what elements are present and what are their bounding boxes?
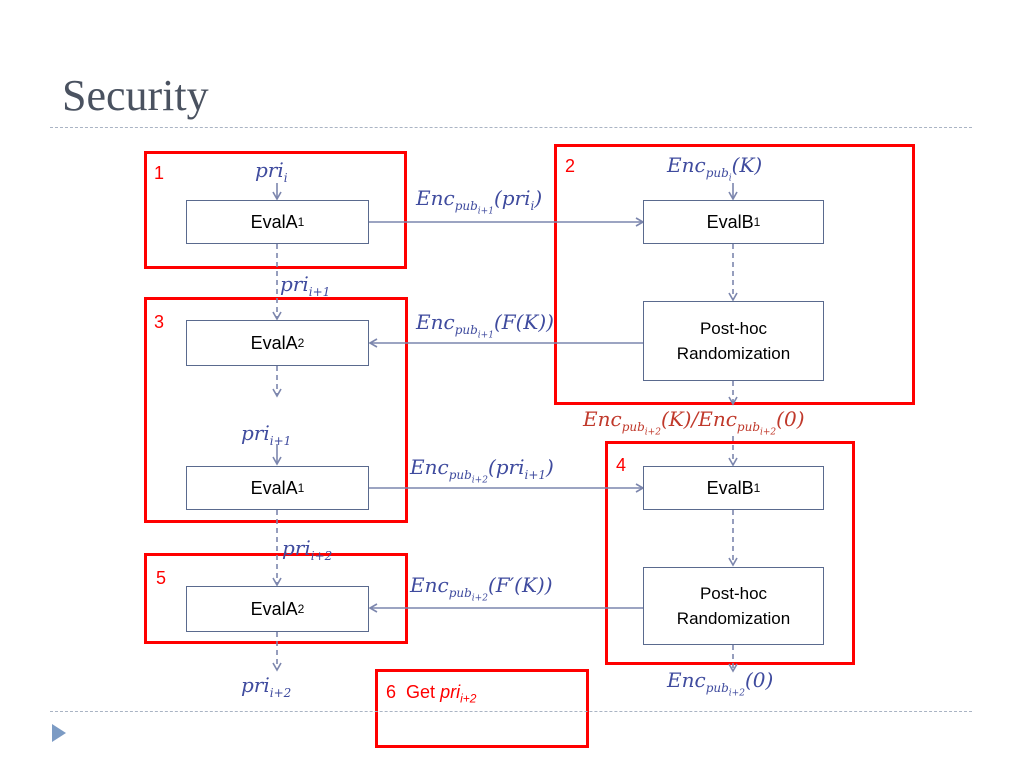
region-2-number: 2 — [565, 156, 576, 176]
label-pri-i2-mid: prii+2 — [282, 536, 333, 563]
region-3-box — [144, 297, 408, 523]
label-enc-pub-i2-pri-i1: Encpubi+2(prii+1) — [410, 455, 554, 486]
region-6-box — [375, 669, 589, 748]
label-pri-i1-top: prii+1 — [280, 272, 331, 299]
region-6-number: 6 — [386, 682, 397, 702]
region-6-text: Get — [406, 682, 436, 702]
slide-title: Security — [62, 71, 209, 120]
region-5-box — [144, 553, 408, 644]
label-enc-pub-i2-0: Encpubi+2(0) — [667, 668, 774, 699]
label-enc-pub-i-K: Encpubi(K) — [667, 153, 763, 184]
footer-divider — [50, 711, 972, 712]
label-enc-pub-i2-K-or-0: Encpubi+2(K)/Encpubi+2(0) — [583, 407, 805, 438]
label-pri-i: prii — [255, 158, 288, 185]
label-enc-pub-i2-FpK: Encpubi+2(F′(K)) — [410, 573, 553, 604]
region-6-variable: prii+2 — [440, 682, 477, 706]
title-divider — [50, 127, 972, 128]
region-5-number: 5 — [156, 568, 167, 588]
region-4-box — [605, 441, 855, 665]
label-enc-pub-i1-pri-i: Encpubi+1(prii) — [416, 186, 543, 217]
label-pri-i2-bot: prii+2 — [241, 673, 292, 700]
label-enc-pub-i1-FK: Encpubi+1(F(K)) — [416, 310, 554, 341]
region-4-number: 4 — [616, 455, 627, 475]
region-1-box — [144, 151, 407, 269]
label-pri-i1-mid: prii+1 — [241, 421, 292, 448]
region-3-number: 3 — [154, 312, 165, 332]
region-6-label: 6 Get prii+2 — [386, 683, 476, 705]
region-1-number: 1 — [154, 163, 165, 183]
triangle-bullet-icon — [52, 724, 66, 742]
